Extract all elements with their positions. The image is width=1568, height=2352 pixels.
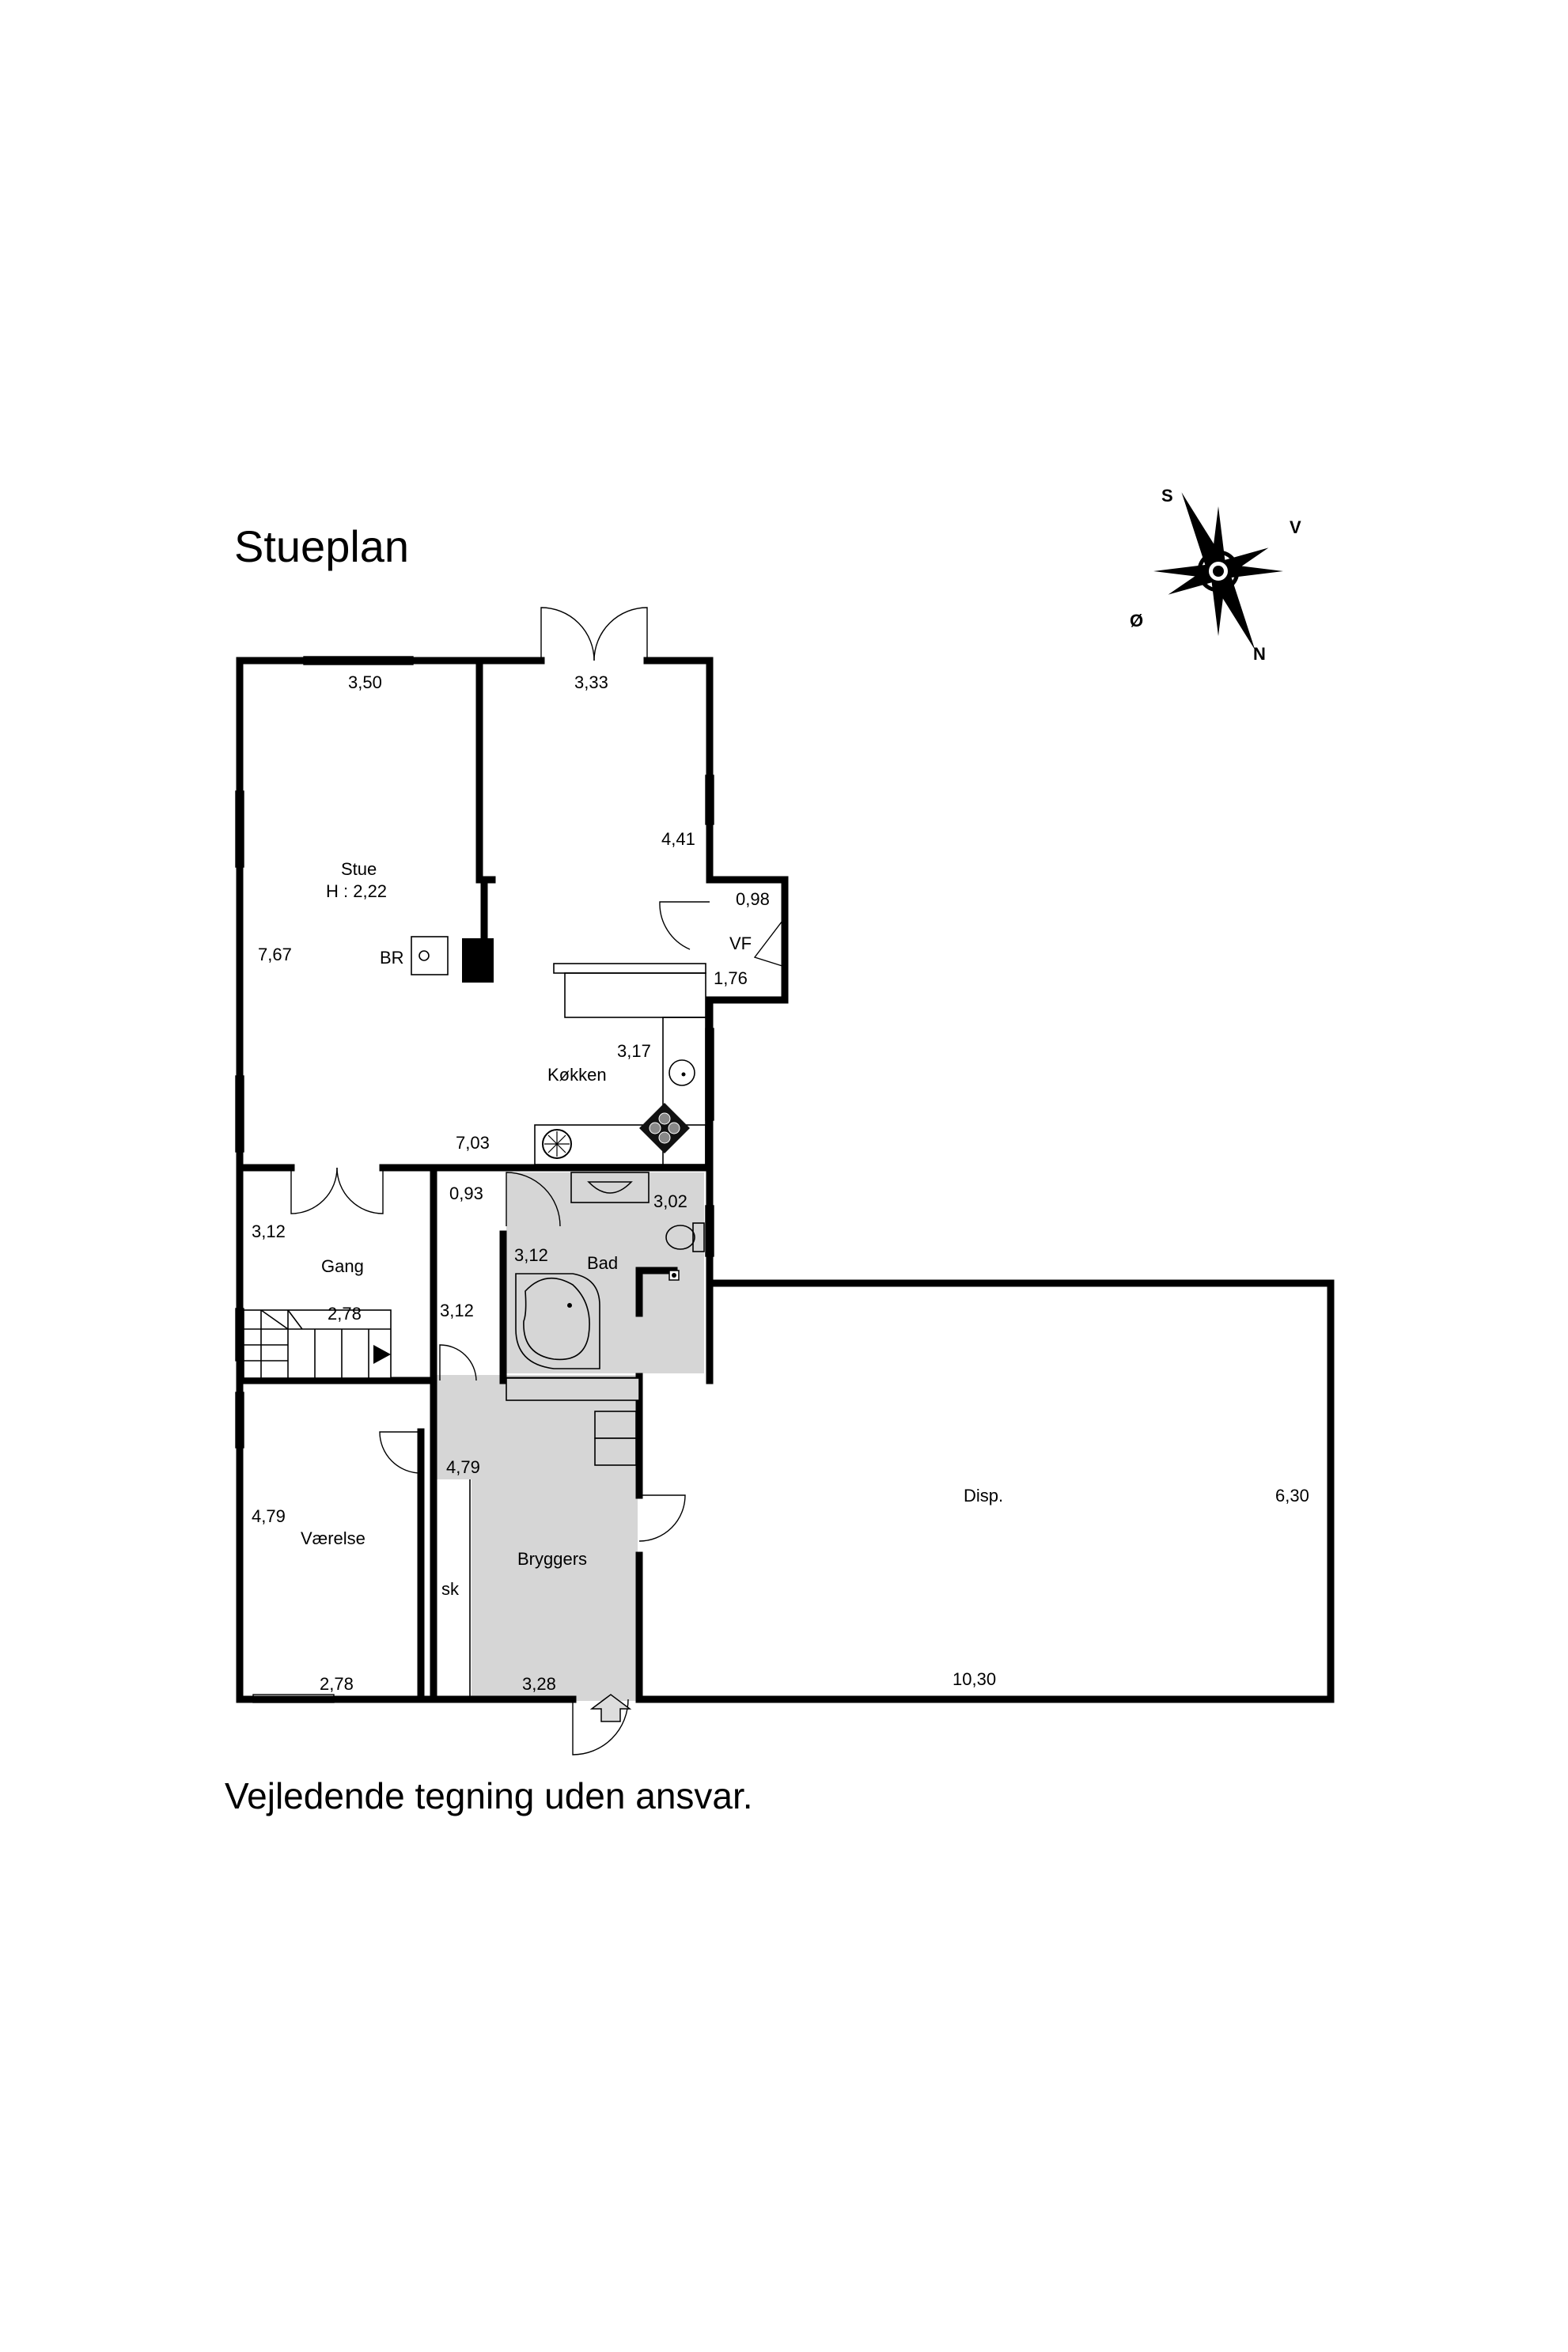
room-vf: VF — [729, 934, 752, 953]
room-br: BR — [380, 948, 404, 968]
dim-gang-width: 2,78 — [328, 1304, 362, 1324]
doors — [290, 607, 786, 1755]
bath-sink-counter — [570, 1172, 650, 1203]
shaded-areas — [434, 1172, 704, 1701]
dim-bad-depth: 3,12 — [514, 1245, 548, 1265]
dim-bryggers-depth: 4,79 — [446, 1457, 480, 1477]
disclaimer: Vejledende tegning uden ansvar. — [225, 1775, 753, 1816]
kitchen-counters — [534, 963, 706, 1168]
plan-title: Stueplan — [234, 521, 409, 571]
walls — [236, 657, 1335, 1703]
room-bad: Bad — [587, 1253, 618, 1273]
dim-koekken-width-lower: 3,17 — [617, 1041, 651, 1061]
compass-v: V — [1290, 517, 1301, 537]
compass-s: S — [1161, 486, 1173, 506]
dim-koekken-depth: 4,41 — [661, 829, 695, 849]
hob-icon — [639, 1103, 690, 1153]
toilet-icon — [665, 1222, 705, 1252]
room-koekken: Køkken — [547, 1065, 607, 1085]
room-stue: Stue — [341, 859, 377, 879]
room-gang: Gang — [321, 1256, 364, 1276]
stairs-icon — [243, 1309, 392, 1379]
room-bryggers: Bryggers — [517, 1549, 587, 1569]
dim-vaerelse-depth: 4,79 — [252, 1506, 286, 1526]
dishwasher-icon — [542, 1129, 572, 1159]
dim-stue-width: 3,50 — [348, 672, 382, 692]
dim-bryggers-width: 3,28 — [522, 1674, 556, 1694]
fireplace-icon — [462, 938, 494, 983]
bath-sink-icon — [587, 1181, 633, 1194]
br-box — [411, 936, 449, 975]
dim-stue-koekken-width: 7,03 — [456, 1133, 490, 1153]
dim-disp-width: 10,30 — [953, 1669, 996, 1689]
dim-entry-depth: 3,12 — [440, 1301, 474, 1320]
compass-rose-icon — [1153, 492, 1283, 650]
room-vaerelse: Værelse — [301, 1528, 365, 1548]
dim-vf-depth: 1,76 — [714, 968, 748, 988]
dim-disp-depth: 6,30 — [1275, 1486, 1309, 1506]
compass-oe: Ø — [1130, 611, 1143, 631]
dim-koekken-width: 3,33 — [574, 672, 608, 692]
room-sk: sk — [441, 1579, 460, 1599]
dim-vf-width: 0,98 — [736, 889, 770, 909]
room-stue-height: H : 2,22 — [326, 881, 387, 901]
shower-tap-icon — [668, 1270, 680, 1281]
dim-entry-width: 0,93 — [449, 1184, 483, 1203]
br-icon — [419, 950, 430, 961]
entrance-arrow-icon — [589, 1694, 632, 1722]
kitchen-sink-icon — [668, 1059, 695, 1086]
corner-bathtub-icon — [515, 1273, 600, 1369]
stairs-arrow-icon — [373, 1345, 391, 1364]
dim-bad-width: 3,02 — [653, 1191, 687, 1211]
dim-gang-depth: 3,12 — [252, 1221, 286, 1241]
dim-stue-depth: 7,67 — [258, 945, 292, 964]
compass-n: N — [1253, 644, 1266, 664]
room-disp: Disp. — [964, 1486, 1003, 1506]
bryggers-steps — [469, 1377, 640, 1699]
dim-vaerelse-width: 2,78 — [320, 1674, 354, 1694]
